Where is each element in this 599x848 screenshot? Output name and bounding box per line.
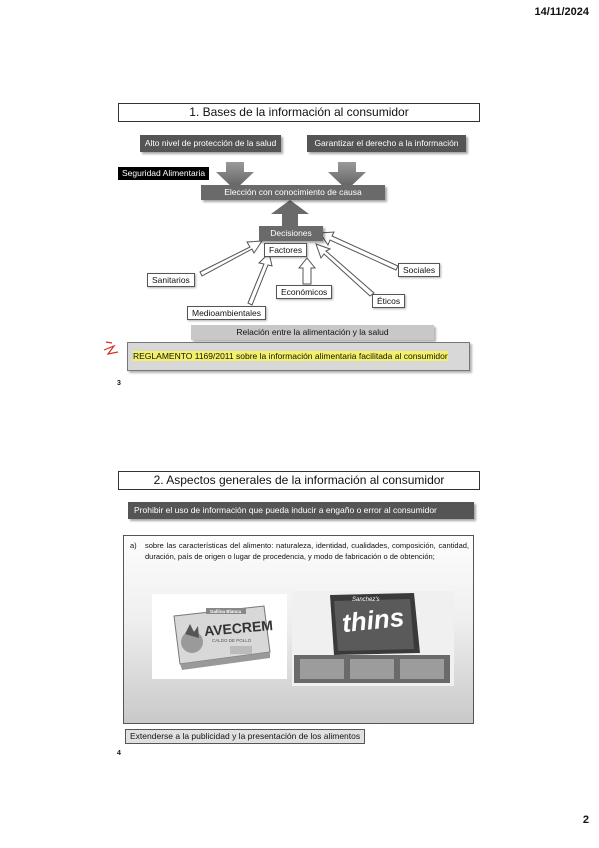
slide-2-title: 2. Aspectos generales de la información … <box>118 471 480 490</box>
arrow-economic <box>297 257 317 285</box>
box-decisions: Decisiones <box>259 226 323 241</box>
slide-1-title: 1. Bases de la información al consumidor <box>118 103 480 122</box>
avecrem-top-label: Gallina Blanca <box>210 609 242 614</box>
box-right-to-information: Garantizar el derecho a la información <box>307 135 466 152</box>
point-a-text: sobre las características del alimento: … <box>145 541 469 561</box>
label-economic: Económicos <box>276 285 333 299</box>
arrow-social <box>319 231 399 271</box>
thins-bag-icon <box>292 591 454 686</box>
diagram-arrows <box>103 162 399 355</box>
arrow-ethical <box>315 243 375 297</box>
thins-brand: thins <box>340 601 406 639</box>
page-date: 14/11/2024 <box>534 6 589 18</box>
slide-1-number: 3 <box>117 380 121 387</box>
label-factors: Factores <box>264 243 308 257</box>
label-environmental: Medioambientales <box>187 306 266 320</box>
arrow-protection-to-choice <box>216 162 254 190</box>
thins-product-image: Sanchez's thins <box>292 591 454 686</box>
arrow-right-to-choice <box>328 162 366 190</box>
arrow-decisions-to-choice <box>271 200 309 226</box>
box-prohibit-misleading: Prohibir el uso de información que pueda… <box>128 502 474 519</box>
box-informed-choice: Elección con conocimiento de causa <box>201 185 385 200</box>
pen-mark-icon <box>103 341 119 355</box>
box-extend-advertising: Extenderse a la publicidad y la presenta… <box>125 729 366 744</box>
point-a-marker: a) <box>130 541 137 550</box>
label-food-safety: Seguridad Alimentaria <box>118 167 210 180</box>
avecrem-sub-label: CALDO DE POLLO <box>212 638 252 643</box>
label-social: Sociales <box>398 263 441 277</box>
content-panel: a) sobre las características del aliment… <box>123 535 474 724</box>
page-number: 2 <box>582 814 589 826</box>
arrow-environmental <box>247 252 273 306</box>
avecrem-box-icon <box>173 605 271 670</box>
regulation-text: REGLAMENTO 1169/2011 sobre la informació… <box>133 351 448 361</box>
arrow-sanitary <box>199 240 263 277</box>
box-regulation: REGLAMENTO 1169/2011 sobre la informació… <box>127 342 470 371</box>
box-health-protection: Alto nivel de protección de la salud <box>140 135 281 152</box>
label-ethical: Éticos <box>372 294 406 308</box>
avecrem-product-image: Gallina Blanca AVECREM CALDO DE POLLO <box>152 594 287 679</box>
label-sanitary: Sanitarios <box>147 273 195 287</box>
slide-2-number: 4 <box>117 750 121 757</box>
band-food-health-relation: Relación entre la alimentación y la salu… <box>191 325 434 340</box>
thins-top-label: Sanchez's <box>352 597 380 603</box>
